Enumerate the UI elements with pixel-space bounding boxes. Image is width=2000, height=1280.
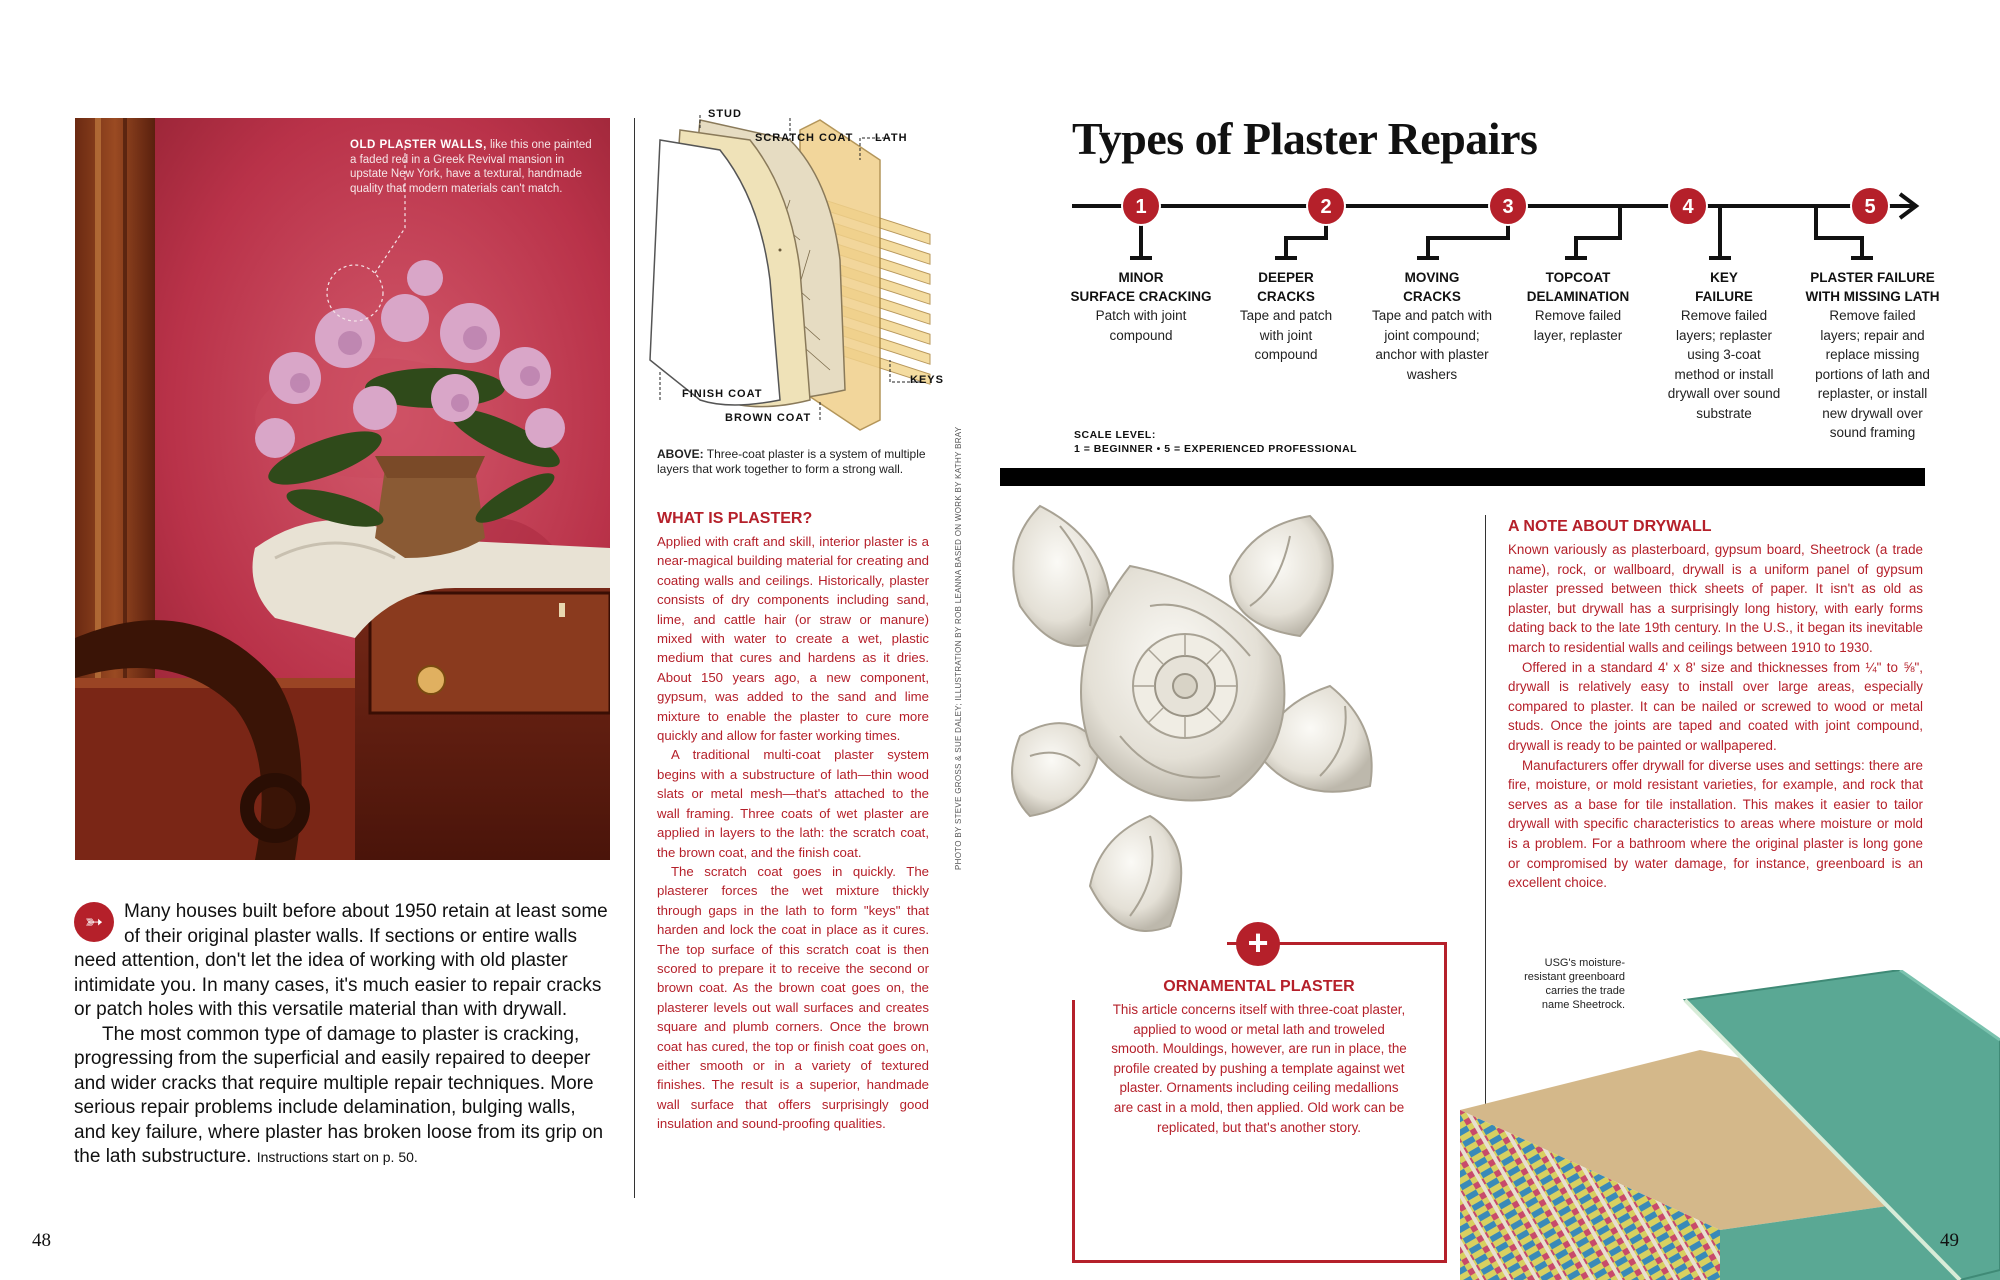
photo-credit: PHOTO BY STEVE GROSS & SUE DALEY; ILLUST… <box>954 426 963 870</box>
photo-illustration <box>75 118 610 860</box>
step-title-line2: CRACKS <box>1257 289 1315 304</box>
step-title-line2: FAILURE <box>1695 289 1753 304</box>
page-title: Types of Plaster Repairs <box>1072 113 1538 164</box>
intro-p1-text: Many houses built before about 1950 reta… <box>74 901 608 1020</box>
three-coat-diagram: STUD SCRATCH COAT LATH KEYS FINISH COAT … <box>640 100 960 440</box>
label-stud: STUD <box>708 108 742 120</box>
step-marker-1 <box>1121 186 1161 226</box>
diagram-caption: ABOVE: Three-coat plaster is a system of… <box>657 447 947 477</box>
step-title-line1: MOVING <box>1404 270 1460 285</box>
repair-scale-timeline: 1 2 3 4 5 <box>1072 186 1920 260</box>
column-divider <box>634 118 635 1198</box>
step-number-1: 1 <box>1135 196 1146 218</box>
step-description: Patch with joint compound <box>1095 308 1187 343</box>
greenboard-stack-photo <box>1460 970 2000 1280</box>
step-marker-4 <box>1668 186 1708 226</box>
page-number-right: 49 <box>1940 1230 1959 1251</box>
step-marker-3 <box>1488 186 1528 226</box>
intro-paragraph-1: ➳Many houses built before about 1950 ret… <box>74 900 609 1023</box>
page-number-left: 48 <box>32 1230 51 1251</box>
plus-icon: + <box>1236 922 1280 966</box>
step-marker-2 <box>1306 186 1346 226</box>
intro-p2-tail: Instructions start on p. 50. <box>256 1149 418 1165</box>
step-description: Remove failed layers; repair and replace… <box>1815 308 1930 440</box>
step-title-line2: DELAMINATION <box>1526 289 1630 304</box>
ornamental-plaster-heading: ORNAMENTAL PLASTER <box>1163 978 1355 995</box>
wip-paragraph-3: The scratch coat goes in quickly. The pl… <box>657 863 929 1132</box>
label-scratch-coat: SCRATCH COAT <box>755 132 854 144</box>
ornamental-box-left <box>1072 1000 1075 1262</box>
photo-caption-text: like this one painted a faded red in a G… <box>350 139 592 195</box>
label-brown-coat: BROWN COAT <box>725 412 812 424</box>
greenboard-caption: USG's moisture-resistant greenboard carr… <box>1524 957 1625 1011</box>
label-keys: KEYS <box>910 374 944 386</box>
step-description: Tape and patch with joint compound; anch… <box>1371 308 1493 382</box>
wip-paragraph-2: A traditional multi-coat plaster system … <box>657 747 929 860</box>
what-is-plaster-body: Applied with craft and skill, interior p… <box>657 532 929 1134</box>
repair-step: KEY FAILURE Remove failed layers; replas… <box>1644 268 1804 423</box>
step-title-line1: PLASTER FAILURE <box>1810 270 1935 285</box>
diagram-caption-lead: ABOVE: <box>657 447 704 461</box>
step-title-line1: DEEPER <box>1258 270 1314 285</box>
step-description: Remove failed layers; replaster using 3-… <box>1667 308 1781 421</box>
repair-step: PLASTER FAILURE WITH MISSING LATH Remove… <box>1790 268 1955 443</box>
scale-legend: SCALE LEVEL: 1 = BEGINNER • 5 = EXPERIEN… <box>1074 428 1357 456</box>
intro-p2-text: The most common type of damage to plaste… <box>74 1023 604 1168</box>
step-description: Remove failed layer, replaster <box>1533 308 1623 343</box>
intro-text: ➳Many houses built before about 1950 ret… <box>74 900 609 1170</box>
drywall-paragraph-1: Known variously as plasterboard, gypsum … <box>1508 542 1923 655</box>
drywall-heading: A NOTE ABOUT DRYWALL <box>1508 518 1712 535</box>
drywall-paragraph-2: Offered in a standard 4' x 8' size and t… <box>1508 659 1923 753</box>
drywall-body: Known variously as plasterboard, gypsum … <box>1508 540 1923 893</box>
red-wall-photo <box>75 118 610 860</box>
step-number-5: 5 <box>1864 196 1875 218</box>
step-title-line2: CRACKS <box>1403 289 1461 304</box>
ornamental-plaster-body: This article concerns itself with three-… <box>1111 1002 1407 1135</box>
step-number-3: 3 <box>1502 196 1513 218</box>
step-title-line1: MINOR <box>1118 270 1164 285</box>
repair-step: TOPCOAT DELAMINATION Remove failed layer… <box>1498 268 1658 345</box>
ceiling-medallion-photo <box>1011 504 1373 932</box>
step-description: Tape and patch with joint compound <box>1239 308 1333 362</box>
diagram-caption-text: Three-coat plaster is a system of multip… <box>657 447 926 476</box>
scale-legend-range: 1 = BEGINNER • 5 = EXPERIENCED PROFESSIO… <box>1074 443 1358 455</box>
label-lath: LATH <box>875 132 908 144</box>
label-finish-coat: FINISH COAT <box>682 388 763 400</box>
repair-step: DEEPER CRACKS Tape and patch with joint … <box>1206 268 1366 365</box>
step-title-line1: TOPCOAT <box>1545 270 1611 285</box>
section-rule <box>1000 468 1925 486</box>
ornamental-box-top <box>1227 942 1447 945</box>
drywall-paragraph-3: Manufacturers offer drywall for diverse … <box>1508 757 1923 891</box>
ornamental-box-border <box>1072 942 1447 1263</box>
plaster-layers-illustration <box>649 115 931 431</box>
what-is-plaster-heading: WHAT IS PLASTER? <box>657 510 813 527</box>
step-title-line1: KEY <box>1710 270 1738 285</box>
step-title-line2: SURFACE CRACKING <box>1070 289 1212 304</box>
step-marker-5 <box>1850 186 1890 226</box>
column-divider <box>1485 515 1486 1105</box>
repair-step: MOVING CRACKS Tape and patch with joint … <box>1352 268 1512 384</box>
photo-caption: OLD PLASTER WALLS, like this one painted… <box>350 138 600 196</box>
step-number-4: 4 <box>1682 196 1694 218</box>
step-title-line2: WITH MISSING LATH <box>1805 289 1940 304</box>
step-number-2: 2 <box>1320 196 1331 218</box>
arrow-icon: ➳ <box>74 902 114 942</box>
repair-step: MINOR SURFACE CRACKING Patch with joint … <box>1061 268 1221 345</box>
wip-paragraph-1: Applied with craft and skill, interior p… <box>657 534 929 744</box>
intro-paragraph-2: The most common type of damage to plaste… <box>74 1023 609 1170</box>
photo-caption-heading: OLD PLASTER WALLS, <box>350 139 487 151</box>
scale-legend-title: SCALE LEVEL: <box>1074 429 1156 441</box>
